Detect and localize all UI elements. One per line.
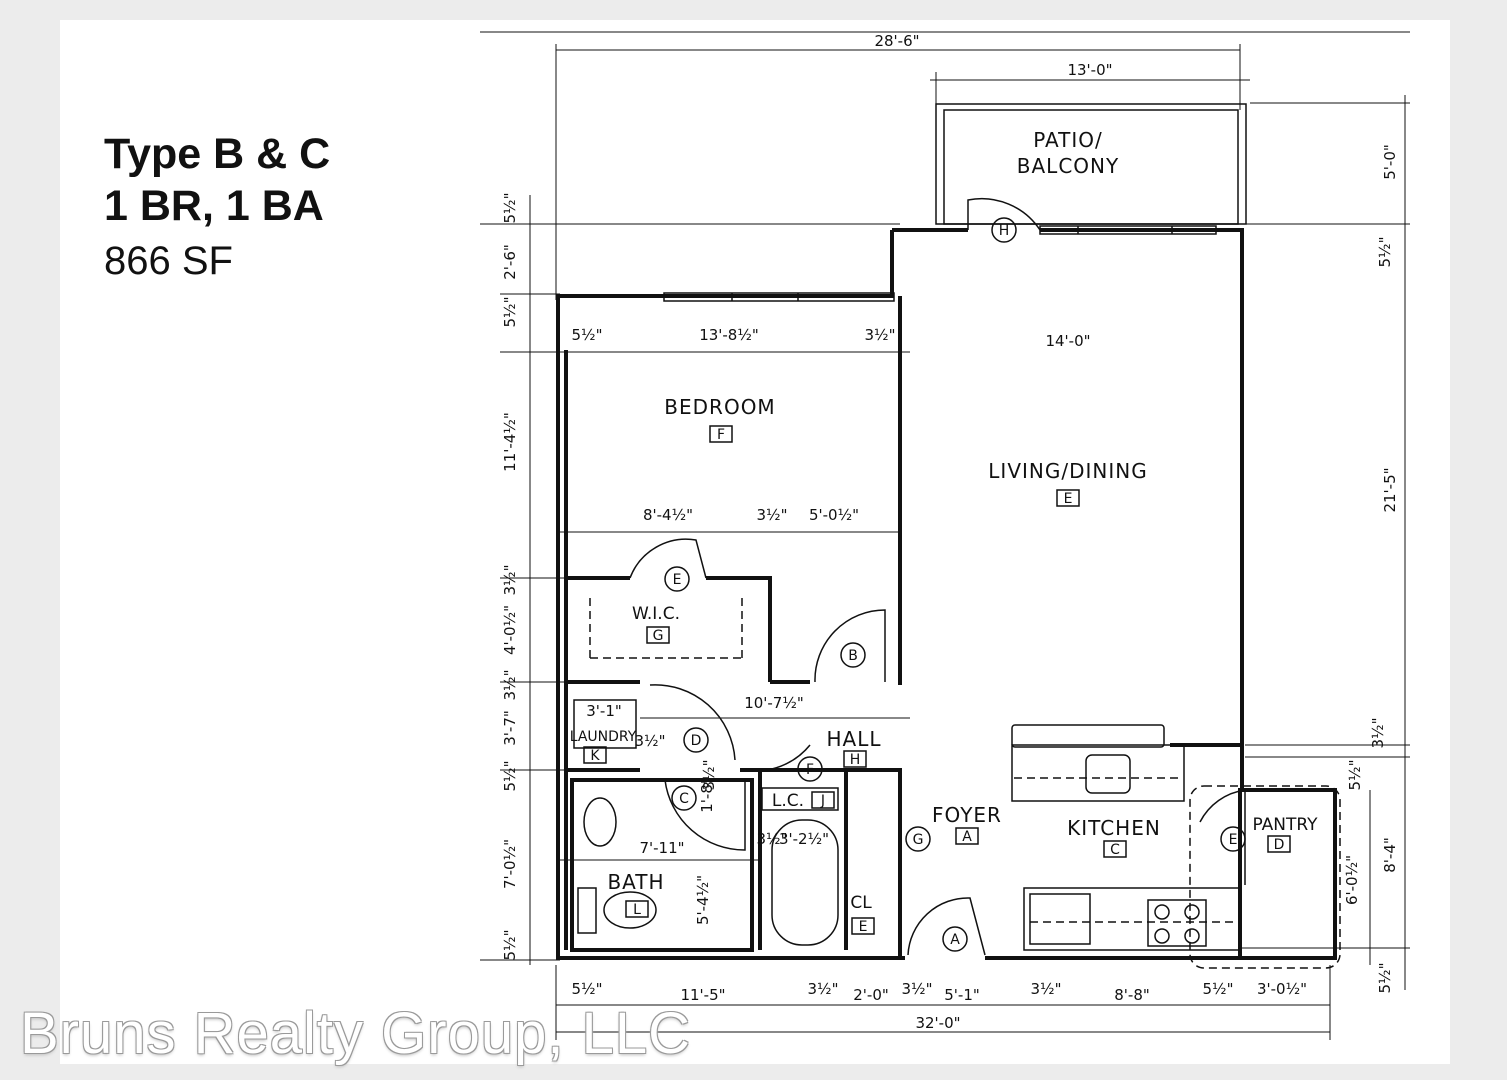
lc-tag: J <box>820 793 825 809</box>
wic-door-marker: E <box>673 572 682 588</box>
unit-layout: 1 BR, 1 BA <box>104 182 324 230</box>
pantry-tag: D <box>1274 837 1285 853</box>
hall-tag: H <box>850 752 861 768</box>
dim-left-wall-5: 5½" <box>501 761 519 792</box>
room-labels: PATIO/ BALCONY BEDROOM LIVING/DINING W.I… <box>570 128 1318 913</box>
dim-wic-depth: 4'-0½" <box>501 605 519 655</box>
dim-laundry-width: 3'-1" <box>586 702 622 720</box>
dim-right-wall-bottom: 5½" <box>1376 963 1394 994</box>
dim-bottom-pantry: 3'-0½" <box>1257 980 1307 998</box>
laundry-door-marker: D <box>691 733 702 749</box>
unit-title-block: Type B & C 1 BR, 1 BA 866 SF <box>104 128 330 290</box>
dim-hall-small: 1'-8" <box>698 777 716 813</box>
dim-bottom-wall-1: 5½" <box>572 980 603 998</box>
dim-wic-width-b: 5'-0½" <box>809 506 859 524</box>
door-swings <box>629 197 1246 956</box>
dim-left-wall-top: 5½" <box>501 193 519 224</box>
dim-bottom-bath: 11'-5" <box>680 986 725 1004</box>
foyer-label: FOYER <box>932 803 1002 827</box>
dim-hall-wall: 3½" <box>700 760 718 791</box>
laundry-tag: K <box>590 748 600 764</box>
watermark: Bruns Realty Group, LLC <box>20 1001 691 1066</box>
dim-bedroom-depth: 11'-4½" <box>501 412 519 472</box>
dim-laundry-depth: 3'-7" <box>501 710 519 746</box>
dim-pantry-outer: 8'-4" <box>1381 837 1399 873</box>
linen-closet-label: L.C. <box>772 791 804 811</box>
unit-area: 866 SF <box>104 239 233 283</box>
dim-left-wall-bottom: 5½" <box>501 930 519 961</box>
foyer-tag: A <box>962 829 972 845</box>
pantry-door-marker: E <box>1229 832 1238 848</box>
living-dining-label: LIVING/DINING <box>988 459 1147 483</box>
unit-type: Type B & C <box>104 130 331 178</box>
kitchen-tag: C <box>1110 842 1120 858</box>
dim-right-wall-1: 5½" <box>1376 237 1394 268</box>
dimension-labels: 28'-6" 13'-0" 5'-0" 5½" 21'-5" 3½" 5½" 8… <box>501 32 1399 1032</box>
dim-living-width: 14'-0" <box>1045 332 1090 350</box>
bedroom-door-marker: B <box>848 648 858 664</box>
dim-overall-bottom: 32'-0" <box>915 1014 960 1032</box>
dim-bed-wall-right: 3½" <box>865 326 896 344</box>
dim-bath-depth: 7'-0½" <box>501 839 519 889</box>
closet-tag: E <box>859 919 868 935</box>
dim-pantry-right-a: 5½" <box>1346 760 1364 791</box>
dim-bottom-wall-3: 3½" <box>902 980 933 998</box>
bath-door-marker: C <box>679 791 689 807</box>
dim-right-wall-2: 3½" <box>1369 718 1387 749</box>
room-tags: F E G K H J A C D L E <box>583 425 1291 935</box>
laundry-label: LAUNDRY <box>570 729 637 745</box>
dim-bedroom-width: 13'-8½" <box>699 326 759 344</box>
dim-patio-width: 13'-0" <box>1067 61 1112 79</box>
dim-left-2-6: 2'-6" <box>501 244 519 280</box>
entry-door-marker: A <box>950 932 960 948</box>
foyer-door-marker: G <box>913 832 924 848</box>
windows <box>663 225 1217 302</box>
dim-bottom-closet: 2'-0" <box>853 986 889 1004</box>
patio-label-line1: PATIO/ <box>1033 128 1103 152</box>
dim-wic-width-a: 8'-4½" <box>643 506 693 524</box>
bedroom-label: BEDROOM <box>664 395 775 419</box>
dim-bottom-foyer: 5'-1" <box>944 986 980 1004</box>
dim-wic-wall: 3½" <box>757 506 788 524</box>
lc-door-marker: F <box>806 762 814 778</box>
dim-bottom-wall-2: 3½" <box>808 980 839 998</box>
patio-door-marker: H <box>999 223 1010 239</box>
bath-label: BATH <box>607 870 664 894</box>
dim-hall-length: 10'-7½" <box>744 694 804 712</box>
dim-overall-top: 28'-6" <box>874 32 919 50</box>
living-tag: E <box>1064 491 1073 507</box>
dim-bottom-kitchen: 8'-8" <box>1114 986 1150 1004</box>
wic-label: W.I.C. <box>632 604 680 624</box>
dim-patio-depth: 5'-0" <box>1381 144 1399 180</box>
pantry-label: PANTRY <box>1252 815 1318 835</box>
dim-bottom-wall-4: 3½" <box>1031 980 1062 998</box>
dim-living-depth: 21'-5" <box>1381 467 1399 512</box>
dim-pantry-inner: 6'-0½" <box>1343 855 1361 905</box>
dim-bottom-wall-5: 5½" <box>1203 980 1234 998</box>
floor-plan-sheet <box>60 20 1450 1064</box>
dim-left-wall-2: 5½" <box>501 297 519 328</box>
dim-left-wall-3: 3½" <box>501 565 519 596</box>
dimension-lines <box>480 31 1410 1040</box>
kitchen-label: KITCHEN <box>1067 816 1161 840</box>
dim-laundry-wall: 3½" <box>635 732 666 750</box>
dim-tub-width: 3'-2½" <box>779 830 829 848</box>
fixtures <box>573 598 1341 969</box>
dim-bath-width: 7'-11" <box>639 839 684 857</box>
dim-bath-depth-inner: 5'-4½" <box>694 875 712 925</box>
wic-tag: G <box>653 628 664 644</box>
dim-left-wall-4: 3½" <box>501 670 519 701</box>
patio-label-line2: BALCONY <box>1017 154 1119 178</box>
closet-label: CL <box>850 893 872 913</box>
door-markers: H E B D F C G A E <box>664 217 1246 952</box>
hall-label: HALL <box>826 727 881 751</box>
walls <box>556 103 1337 960</box>
bath-tag: L <box>633 902 641 918</box>
dim-tub-wall: 3½" <box>757 830 788 848</box>
dim-bed-wall-left: 5½" <box>572 326 603 344</box>
bedroom-tag: F <box>717 427 725 443</box>
